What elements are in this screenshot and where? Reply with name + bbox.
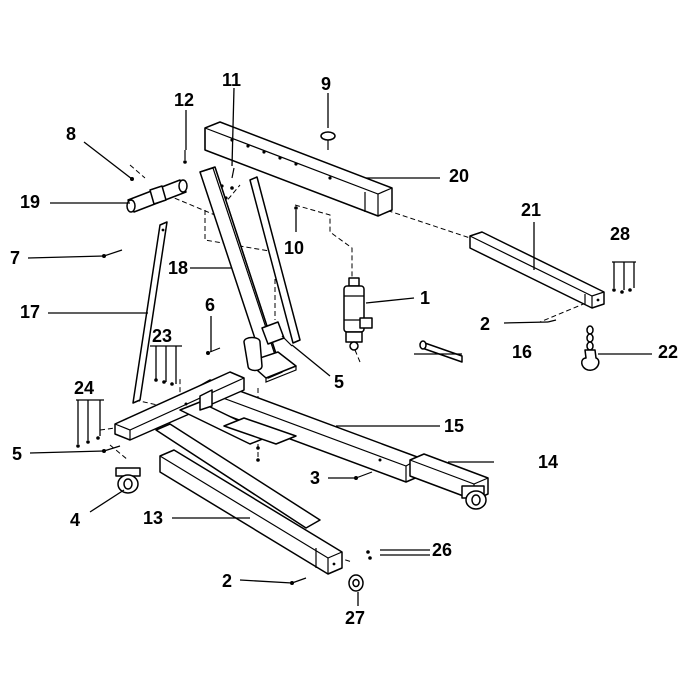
callout-8: 8 bbox=[66, 124, 76, 144]
callout-27: 27 bbox=[345, 608, 365, 628]
callout-21: 21 bbox=[521, 200, 541, 220]
callout-12: 12 bbox=[174, 90, 194, 110]
front-leg-part-13 bbox=[159, 449, 343, 575]
callout-28: 28 bbox=[610, 224, 630, 244]
callout-6: 6 bbox=[205, 295, 215, 315]
leg-brace-part-17 bbox=[132, 221, 168, 404]
handle-part-16 bbox=[419, 340, 463, 363]
callout-15: 15 bbox=[444, 416, 464, 436]
callout-7: 7 bbox=[10, 248, 20, 268]
caster-part-4 bbox=[115, 467, 141, 494]
callout-3: 3 bbox=[310, 468, 320, 488]
callout-18: 18 bbox=[168, 258, 188, 278]
base-frame bbox=[114, 371, 321, 529]
callout-14: 14 bbox=[538, 452, 558, 472]
callout-11: 11 bbox=[222, 70, 241, 90]
callout-23: 23 bbox=[152, 326, 172, 346]
axle-part-19 bbox=[126, 179, 188, 213]
caster-part-14 bbox=[461, 485, 487, 510]
callout-9: 9 bbox=[321, 74, 331, 94]
boom-extension-part-21 bbox=[469, 231, 605, 309]
wheel-part-27 bbox=[348, 574, 364, 592]
callout-17: 17 bbox=[20, 302, 40, 322]
leader-lines bbox=[27, 87, 652, 606]
callout-4: 4 bbox=[70, 510, 80, 530]
callout-2-hook-bolt: 2 bbox=[480, 314, 490, 334]
callout-26: 26 bbox=[432, 540, 452, 560]
callout-16: 16 bbox=[512, 342, 532, 362]
callout-5-upper: 5 bbox=[334, 372, 344, 392]
callout-19: 19 bbox=[20, 192, 40, 212]
leg-brace-right bbox=[249, 176, 301, 344]
callout-13: 13 bbox=[143, 508, 163, 528]
callout-1: 1 bbox=[420, 288, 430, 308]
mast-part-18 bbox=[199, 166, 283, 379]
callout-24: 24 bbox=[74, 378, 94, 398]
callout-5-lower: 5 bbox=[12, 444, 22, 464]
callout-2-front-bolt: 2 bbox=[222, 571, 232, 591]
callout-20: 20 bbox=[449, 166, 469, 186]
callout-labels: 1 2 2 3 4 5 5 6 7 8 9 10 11 12 13 14 15 … bbox=[10, 70, 678, 628]
boom-part-20 bbox=[204, 121, 393, 217]
assembly-guide-lines bbox=[99, 164, 594, 563]
callout-10: 10 bbox=[284, 238, 304, 258]
hook-part-22 bbox=[581, 325, 600, 371]
callout-22: 22 bbox=[658, 342, 678, 362]
hydraulic-ram-part-1 bbox=[343, 277, 373, 351]
